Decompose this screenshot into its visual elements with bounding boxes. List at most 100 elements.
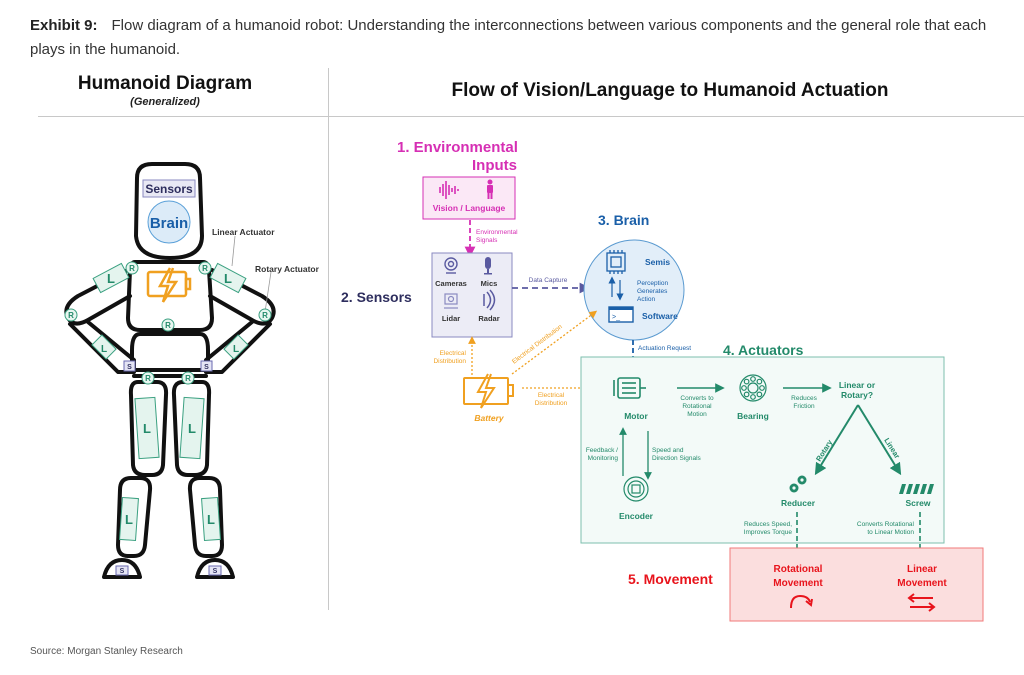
microphone-icon bbox=[484, 257, 492, 275]
speed-label-1: Speed and bbox=[652, 447, 684, 454]
joint-linear-label: L bbox=[188, 421, 196, 436]
robot-right-thigh bbox=[171, 380, 212, 477]
stage-movement: 5. Movement Rotational Movement Linear M… bbox=[628, 547, 984, 622]
joint-linear-label: L bbox=[101, 344, 107, 355]
joint-rotary-label: R bbox=[145, 374, 151, 383]
robot-left-thigh bbox=[128, 380, 169, 477]
joint-linear-label: L bbox=[233, 344, 239, 355]
joint-sensor-label: S bbox=[127, 364, 132, 371]
battery-icon bbox=[463, 373, 514, 409]
humanoid-diagram: Sensors Brain Linear Actuator Rotary Act… bbox=[64, 162, 320, 579]
robot-right-foot bbox=[195, 558, 235, 579]
battery-diag-label: Electrical Distribution bbox=[511, 323, 564, 365]
svg-text:>_: >_ bbox=[612, 314, 620, 321]
joint-linear-label: L bbox=[143, 421, 151, 436]
sensors-title: 2. Sensors bbox=[341, 289, 412, 305]
joint-linear-label: L bbox=[107, 271, 115, 286]
torso-battery-icon bbox=[146, 267, 192, 303]
robot-right-upper-arm bbox=[208, 268, 276, 326]
linear-branch-arrow bbox=[857, 404, 902, 476]
rotate-arrow-icon bbox=[790, 594, 811, 609]
perception-label-2: Generates bbox=[637, 288, 668, 295]
screw-note-2: to Linear Motion bbox=[867, 529, 914, 536]
sensor-item-radar: Radar bbox=[478, 314, 499, 323]
sensor-boxes: S S S S bbox=[115, 360, 222, 576]
source-note: Source: Morgan Stanley Research bbox=[30, 646, 183, 657]
vision-language-label: Vision / Language bbox=[433, 203, 506, 213]
joint-rotary-label: R bbox=[165, 321, 171, 330]
env-title-line1: 1. Environmental bbox=[397, 139, 518, 156]
motor-dist-label-2: Distribution bbox=[535, 400, 568, 407]
converts-label-1: Converts to bbox=[680, 395, 714, 402]
robot-right-shin bbox=[187, 476, 224, 558]
motor-label: Motor bbox=[624, 411, 648, 421]
header-divider bbox=[38, 116, 1024, 117]
flow-diagram: 1. Environmental Inputs Vision / Languag… bbox=[341, 139, 984, 622]
stage-actuators: 4. Actuators Motor Converts to Rotationa… bbox=[580, 342, 945, 563]
joint-linear-label: L bbox=[224, 271, 232, 286]
screw-label: Screw bbox=[905, 498, 930, 508]
robot-head bbox=[134, 162, 204, 260]
gears-icon bbox=[789, 475, 807, 493]
screw-icon bbox=[899, 484, 934, 494]
motor-dist-label-1: Electrical bbox=[538, 392, 565, 399]
exhibit-label: Exhibit 9: bbox=[30, 17, 98, 34]
bearing-icon bbox=[739, 374, 767, 402]
sensor-item-mics: Mics bbox=[481, 279, 498, 288]
converts-label-3: Motion bbox=[687, 411, 707, 418]
panel-divider bbox=[328, 68, 329, 610]
right-panel-title: Flow of Vision/Language to Humanoid Actu… bbox=[451, 80, 889, 101]
battery-dist-label-2: Distribution bbox=[433, 358, 466, 365]
stage-environmental-inputs: 1. Environmental Inputs Vision / Languag… bbox=[397, 139, 518, 258]
robot-pelvis bbox=[130, 332, 210, 372]
robot-left-foot bbox=[102, 558, 142, 579]
env-signals-label-1: Environmental bbox=[476, 229, 518, 236]
rotary-actuator-callout: Rotary Actuator bbox=[255, 264, 320, 274]
linear-actuator-callout: Linear Actuator bbox=[212, 227, 275, 237]
left-panel-subtitle: (Generalized) bbox=[130, 96, 200, 108]
env-signals-label-2: Signals bbox=[476, 237, 498, 244]
reducer-label: Reducer bbox=[781, 498, 816, 508]
joint-sensor-label: S bbox=[204, 364, 209, 371]
joint-linear-label: L bbox=[125, 512, 133, 527]
rotary-joints: R R R R R R R bbox=[64, 261, 272, 385]
battery-label: Battery bbox=[474, 413, 505, 423]
rotational-movement-label-1: Rotational bbox=[774, 564, 823, 575]
bearing-label: Bearing bbox=[737, 411, 769, 421]
converts-label-2: Rotational bbox=[682, 403, 712, 410]
feedback-label-1: Feedback / bbox=[586, 447, 618, 454]
joint-sensor-label: S bbox=[120, 568, 125, 575]
joint-rotary-label: R bbox=[262, 311, 268, 320]
soundwave-icon bbox=[439, 181, 459, 199]
perception-label-3: Action bbox=[637, 296, 655, 303]
linear-movement-label-1: Linear bbox=[907, 564, 937, 575]
perception-label-1: Perception bbox=[637, 280, 668, 287]
linear-movement-label-2: Movement bbox=[897, 578, 947, 589]
exhibit-caption: Exhibit 9:Flow diagram of a humanoid rob… bbox=[30, 14, 1020, 62]
encoder-label: Encoder bbox=[619, 511, 654, 521]
actuators-title: 4. Actuators bbox=[723, 342, 804, 358]
env-title-line2: Inputs bbox=[472, 157, 517, 174]
semis-label: Semis bbox=[645, 257, 670, 267]
joint-sensor-label: S bbox=[213, 568, 218, 575]
friction-label-2: Friction bbox=[793, 403, 815, 410]
encoder-icon bbox=[623, 476, 649, 502]
software-label: Software bbox=[642, 311, 678, 321]
terminal-icon: >_ bbox=[608, 306, 634, 323]
stage-brain: 3. Brain Semis Perception Generates Acti… bbox=[583, 212, 691, 368]
joint-rotary-label: R bbox=[185, 374, 191, 383]
head-sensors-label: Sensors bbox=[145, 182, 193, 196]
chip-icon bbox=[606, 250, 626, 274]
linear-or-rotary-label-1: Linear or bbox=[839, 380, 876, 390]
rotational-movement-label-2: Movement bbox=[773, 578, 823, 589]
joint-rotary-label: R bbox=[68, 311, 74, 320]
bidirectional-arrow-icon bbox=[907, 593, 936, 612]
radar-icon bbox=[483, 289, 496, 311]
robot-left-shin bbox=[116, 476, 153, 558]
actuation-request-label: Actuation Request bbox=[638, 345, 691, 352]
reducer-note-2: Improves Torque bbox=[744, 529, 793, 536]
exhibit-caption-text: Flow diagram of a humanoid robot: Unders… bbox=[30, 17, 987, 58]
sensor-item-lidar: Lidar bbox=[442, 314, 460, 323]
linear-or-rotary-label-2: Rotary? bbox=[841, 390, 873, 400]
rotary-branch-arrow bbox=[814, 404, 859, 476]
